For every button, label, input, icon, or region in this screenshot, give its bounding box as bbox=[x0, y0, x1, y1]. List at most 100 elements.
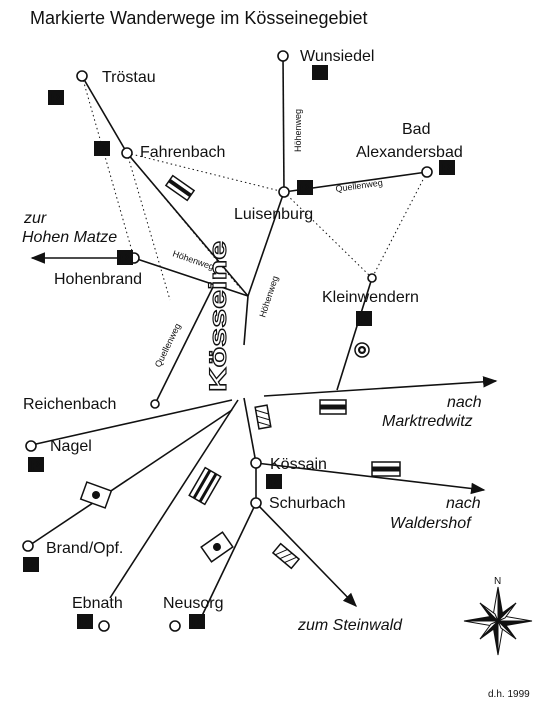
parking-icon: P bbox=[189, 614, 205, 630]
marker-luisenburg bbox=[278, 186, 290, 198]
svg-text:P: P bbox=[315, 66, 324, 81]
svg-text:P: P bbox=[31, 458, 40, 473]
label-reichenbach: Reichenbach bbox=[23, 396, 116, 413]
svg-text:P: P bbox=[442, 161, 451, 176]
svg-text:P: P bbox=[359, 312, 368, 327]
marker-koessain bbox=[250, 457, 262, 469]
label-hohen-matze: Hohen Matze bbox=[22, 229, 117, 246]
trail-sign-stripe bbox=[319, 399, 347, 415]
route-label: Quellenweg bbox=[153, 322, 183, 369]
marker-brand bbox=[22, 540, 34, 552]
marker-schurbach bbox=[250, 497, 262, 509]
peak-label: Kösseine bbox=[205, 241, 232, 392]
svg-text:P: P bbox=[80, 615, 89, 630]
dotted-trail bbox=[81, 75, 135, 259]
trail-sign-double-stripe bbox=[188, 466, 222, 506]
trail-peak-brand bbox=[29, 409, 233, 546]
trail-sign-hatched bbox=[271, 542, 301, 570]
svg-text:P: P bbox=[51, 91, 60, 106]
trail-reichenbach-peak bbox=[154, 282, 216, 405]
label-bad: Bad bbox=[402, 121, 430, 138]
label-fahrenbach: Fahrenbach bbox=[140, 144, 225, 161]
marker-neusorg bbox=[169, 620, 181, 632]
label-steinwald: zum Steinwald bbox=[297, 617, 403, 634]
compass-rose: N bbox=[463, 576, 533, 656]
svg-text:P: P bbox=[26, 558, 35, 573]
marker-troestau bbox=[76, 70, 88, 82]
svg-text:P: P bbox=[120, 251, 129, 266]
trail-sign-dot bbox=[200, 531, 234, 563]
label-marktredwitz: Marktredwitz bbox=[382, 413, 473, 430]
trail-peak-koessain bbox=[243, 397, 257, 464]
svg-text:P: P bbox=[269, 475, 278, 490]
label-alexandersbad: Alexandersbad bbox=[356, 144, 463, 161]
label-brand: Brand/Opf. bbox=[46, 540, 123, 557]
trail-sign-stripe bbox=[371, 461, 401, 477]
marker-reichenbach bbox=[150, 399, 160, 409]
trail-sign-dot bbox=[79, 481, 113, 509]
parking-icon: P bbox=[77, 614, 93, 630]
route-label: Quellenweg bbox=[335, 177, 383, 194]
viewpoint-icon bbox=[354, 342, 370, 358]
marker-fahrenbach bbox=[121, 147, 133, 159]
parking-icon: P bbox=[356, 311, 372, 327]
map-title: Markierte Wanderwege im Kösseinegebiet bbox=[30, 8, 368, 28]
parking-icon: P bbox=[94, 141, 110, 157]
trail-peak-ebnath bbox=[109, 399, 239, 599]
route-label: Höhenweg bbox=[293, 109, 303, 152]
trail-network bbox=[29, 55, 498, 621]
label-kleinwendern: Kleinwendern bbox=[322, 289, 419, 306]
marker-nagel bbox=[25, 440, 37, 452]
trail-waldershof bbox=[255, 462, 486, 495]
label-wunsiedel: Wunsiedel bbox=[300, 48, 374, 65]
dotted-trail bbox=[126, 152, 171, 301]
trail-peak-nagel bbox=[35, 399, 233, 445]
trail-marktredwitz bbox=[263, 376, 498, 397]
label-koessain: Kössain bbox=[270, 456, 327, 473]
parking-icon: P bbox=[23, 557, 39, 573]
parking-icon: P bbox=[266, 474, 282, 490]
label-nagel: Nagel bbox=[50, 438, 92, 455]
svg-text:P: P bbox=[192, 615, 201, 630]
parking-signs: P P P P P P P P P P P P bbox=[23, 65, 455, 630]
marker-bad-alexandersbad bbox=[421, 166, 433, 178]
route-label: Höhenweg bbox=[257, 275, 280, 319]
marker-ebnath bbox=[98, 620, 110, 632]
label-troestau: Tröstau bbox=[102, 69, 156, 86]
trail-junction-peak bbox=[243, 295, 249, 346]
trail-sign-hatched bbox=[254, 404, 272, 430]
dotted-trails bbox=[81, 75, 428, 301]
label-neusorg: Neusorg bbox=[163, 595, 223, 612]
trail-luisenburg-junction bbox=[247, 191, 285, 297]
compass-north-label: N bbox=[494, 576, 501, 587]
label-zur: zur bbox=[23, 210, 47, 227]
svg-text:P: P bbox=[300, 181, 309, 196]
parking-icon: P bbox=[439, 160, 455, 176]
trail-steinwald bbox=[255, 502, 358, 608]
trail-troestau-fahrenbach bbox=[81, 75, 128, 154]
svg-text:P: P bbox=[97, 142, 106, 157]
label-nach-waldershof: nach bbox=[446, 495, 481, 512]
dotted-trail bbox=[283, 191, 373, 279]
label-luisenburg: Luisenburg bbox=[234, 206, 313, 223]
trail-fahrenbach-junction bbox=[126, 152, 249, 297]
trail-peak-kleinwendern bbox=[336, 277, 373, 391]
parking-icon: P bbox=[297, 180, 313, 196]
trail-schurbach-neusorg bbox=[199, 502, 257, 621]
label-waldershof: Waldershof bbox=[390, 515, 472, 532]
parking-icon: P bbox=[48, 90, 64, 106]
label-nach-marktredwitz: nach bbox=[447, 394, 482, 411]
marker-kleinwendern bbox=[367, 273, 377, 283]
trail-marker-signs bbox=[79, 174, 401, 570]
trail-wunsiedel-luisenburg bbox=[282, 55, 285, 193]
dotted-trail bbox=[371, 171, 428, 279]
parking-icon: P bbox=[312, 65, 328, 81]
credit-text: d.h. 1999 bbox=[488, 689, 530, 700]
trail-sign-stripe bbox=[164, 174, 196, 202]
label-schurbach: Schurbach bbox=[269, 495, 346, 512]
label-ebnath: Ebnath bbox=[72, 595, 123, 612]
trail-hohenbrand-junction bbox=[133, 257, 249, 297]
parking-icon: P bbox=[117, 250, 133, 266]
label-hohenbrand: Hohenbrand bbox=[54, 271, 142, 288]
